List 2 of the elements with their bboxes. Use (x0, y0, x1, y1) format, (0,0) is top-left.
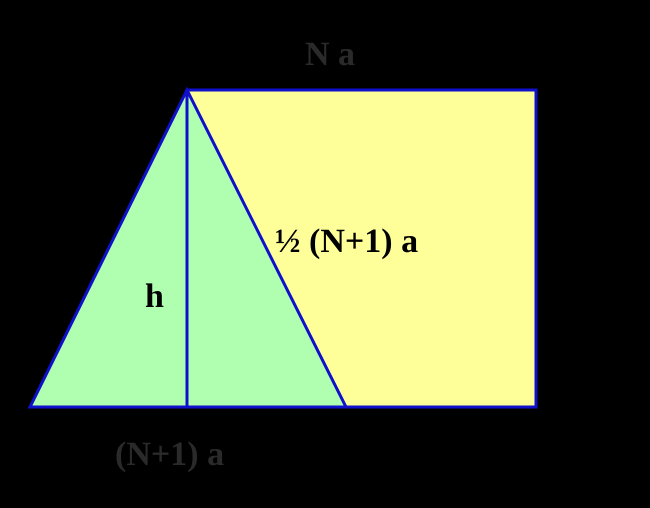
side-length-label: ½ (N+1) a (275, 225, 418, 259)
height-label: h (145, 280, 164, 314)
